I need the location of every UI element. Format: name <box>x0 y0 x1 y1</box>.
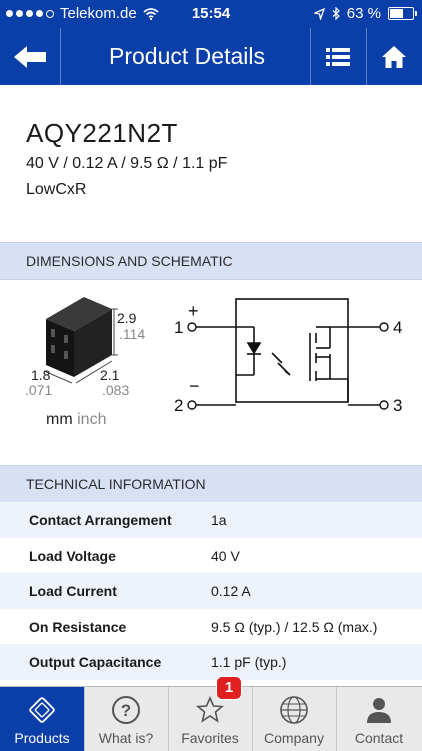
table-row: Contact Arrangement 1a <box>0 502 422 538</box>
carrier-info: Telekom.de <box>6 5 159 22</box>
table-row: Output Capacitance 1.1 pF (typ.) <box>0 644 422 680</box>
package-and-schematic: 2.9 .114 1.8 .071 2.1 .083 <box>25 297 402 415</box>
schematic-minus: − <box>189 376 200 396</box>
tab-bar: Products ? What is? Favorites <box>0 686 422 751</box>
pin-3-label: 3 <box>393 396 402 415</box>
carrier-name: Telekom.de <box>60 5 137 22</box>
status-bar: Telekom.de 15:54 63 % <box>0 0 422 28</box>
tab-label: Products <box>14 730 70 746</box>
row-label: On Resistance <box>29 618 127 635</box>
technical-table: Contact Arrangement 1a Load Voltage 40 V… <box>0 502 422 680</box>
pin-2-label: 2 <box>174 396 183 415</box>
tab-favorites[interactable]: Favorites <box>168 687 253 751</box>
row-label: Contact Arrangement <box>29 512 172 528</box>
nav-bar: Product Details <box>0 28 422 85</box>
row-label: Output Capacitance <box>29 654 162 670</box>
unit-inch: inch <box>77 411 107 428</box>
height-mm: 2.9 <box>117 310 137 326</box>
star-icon <box>195 696 225 723</box>
list-icon <box>326 47 350 66</box>
tab-label: Contact <box>354 730 404 746</box>
tab-what-is[interactable]: ? What is? <box>84 687 169 751</box>
list-button[interactable] <box>310 28 366 85</box>
status-indicators: 63 % <box>313 5 417 22</box>
tab-label: Favorites <box>181 730 239 746</box>
width-inch: .071 <box>25 382 52 398</box>
back-arrow-icon <box>14 45 46 68</box>
question-icon: ? <box>112 696 140 724</box>
pin-4-label: 4 <box>393 318 402 337</box>
home-button[interactable] <box>366 28 422 85</box>
row-value: 9.5 Ω (typ.) / 12.5 Ω (max.) <box>211 618 378 635</box>
height-inch: .114 <box>119 326 145 342</box>
svg-text:?: ? <box>121 701 131 720</box>
battery-percent: 63 % <box>346 5 381 22</box>
width-mm: 1.8 <box>31 367 51 383</box>
table-row: On Resistance 9.5 Ω (typ.) / 12.5 Ω (max… <box>0 608 422 644</box>
row-value: 1a <box>211 512 227 528</box>
back-button[interactable] <box>0 28 60 85</box>
dimensions-diagram: 2.9 .114 1.8 .071 2.1 .083 <box>0 279 422 465</box>
person-icon <box>367 698 391 723</box>
product-name: AQY221N2T <box>26 118 178 148</box>
row-value: 1.1 pF (typ.) <box>211 654 287 670</box>
nav-divider <box>60 28 61 85</box>
signal-dots-icon <box>6 9 54 18</box>
package-drawing <box>43 297 118 384</box>
unit-legend: mm inch <box>46 411 106 429</box>
technical-section-header: TECHNICAL INFORMATION <box>0 465 422 503</box>
row-label: Load Voltage <box>29 547 116 564</box>
technical-header-label: TECHNICAL INFORMATION <box>26 476 206 492</box>
row-value: 40 V <box>211 547 240 564</box>
location-arrow-icon <box>313 7 325 20</box>
table-row: Load Current 0.12 A <box>0 573 422 609</box>
chip-icon <box>29 697 55 723</box>
dimensions-header-label: DIMENSIONS AND SCHEMATIC <box>26 253 233 269</box>
status-time: 15:54 <box>191 5 231 22</box>
page-title: Product Details <box>109 43 265 69</box>
nav-divider <box>366 28 367 85</box>
favorites-badge: 1 <box>216 676 242 700</box>
pin-1-label: 1 <box>174 318 183 337</box>
row-label: Load Current <box>29 583 117 599</box>
bluetooth-icon <box>332 7 340 20</box>
globe-icon <box>280 696 308 724</box>
depth-inch: .083 <box>102 382 129 398</box>
product-summary: AQY221N2T 40 V / 0.12 A / 9.5 Ω / 1.1 pF… <box>0 85 422 242</box>
tab-label: What is? <box>98 730 154 746</box>
battery-icon <box>388 7 417 20</box>
row-value: 0.12 A <box>211 583 251 599</box>
unit-mm: mm <box>46 411 73 428</box>
tab-products[interactable]: Products <box>0 687 85 751</box>
product-series: LowCxR <box>26 181 87 198</box>
nav-divider <box>310 28 311 85</box>
tab-label: Company <box>264 730 324 746</box>
schematic-plus: + <box>188 301 199 321</box>
home-icon <box>382 45 406 68</box>
product-specs: 40 V / 0.12 A / 9.5 Ω / 1.1 pF <box>26 155 228 172</box>
wifi-icon <box>143 7 159 20</box>
depth-mm: 2.1 <box>100 367 120 383</box>
dimensions-section-header: DIMENSIONS AND SCHEMATIC <box>0 242 422 280</box>
schematic-drawing <box>195 298 380 406</box>
tab-company[interactable]: Company <box>252 687 337 751</box>
table-row: Load Voltage 40 V <box>0 537 422 573</box>
tab-contact[interactable]: Contact <box>336 687 422 751</box>
